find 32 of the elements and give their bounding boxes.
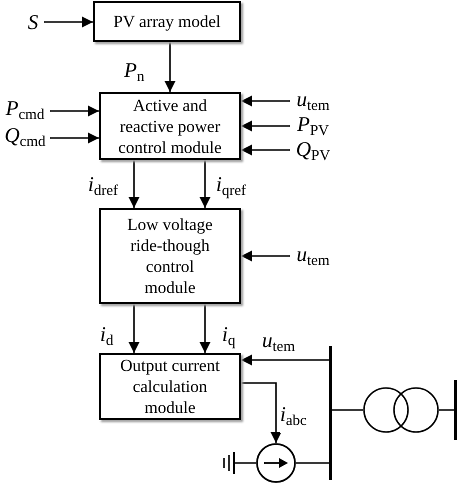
arrow <box>241 382 282 443</box>
bus-bar <box>454 380 457 440</box>
connector-line <box>296 462 331 464</box>
arrow <box>44 16 93 28</box>
arrow <box>241 96 290 106</box>
module-box: Low voltage ride-though control module <box>99 208 241 304</box>
signal-label: P$_{cmd}$ <box>0 98 50 124</box>
transformer-symbol <box>363 387 439 433</box>
signal-label: Q$_{PV}$ <box>290 139 336 165</box>
signal-label: S <box>22 8 44 36</box>
arrow <box>200 160 210 208</box>
module-box: PV array model <box>93 1 241 42</box>
connector-line <box>439 409 456 411</box>
signal-label: u$_{tem}$ <box>290 244 336 270</box>
current-source-symbol <box>256 443 296 483</box>
arrow <box>241 354 331 366</box>
arrow <box>164 42 176 92</box>
module-box: Output current calculation module <box>99 353 241 420</box>
arrow <box>128 160 140 208</box>
connector-line <box>331 409 363 411</box>
bus-bar <box>329 346 332 480</box>
arrow <box>241 144 290 156</box>
arrow <box>241 120 290 132</box>
arrow <box>50 132 99 144</box>
signal-label: P$_{PV}$ <box>290 114 336 140</box>
signal-label: Q$_{cmd}$ <box>0 125 50 151</box>
module-box: Active and reactive power control module <box>99 92 241 160</box>
arrow <box>200 304 210 353</box>
arrow <box>128 304 140 353</box>
signal-label: u$_{tem}$ <box>290 89 336 115</box>
arrow <box>50 106 99 116</box>
arrow <box>241 250 290 262</box>
